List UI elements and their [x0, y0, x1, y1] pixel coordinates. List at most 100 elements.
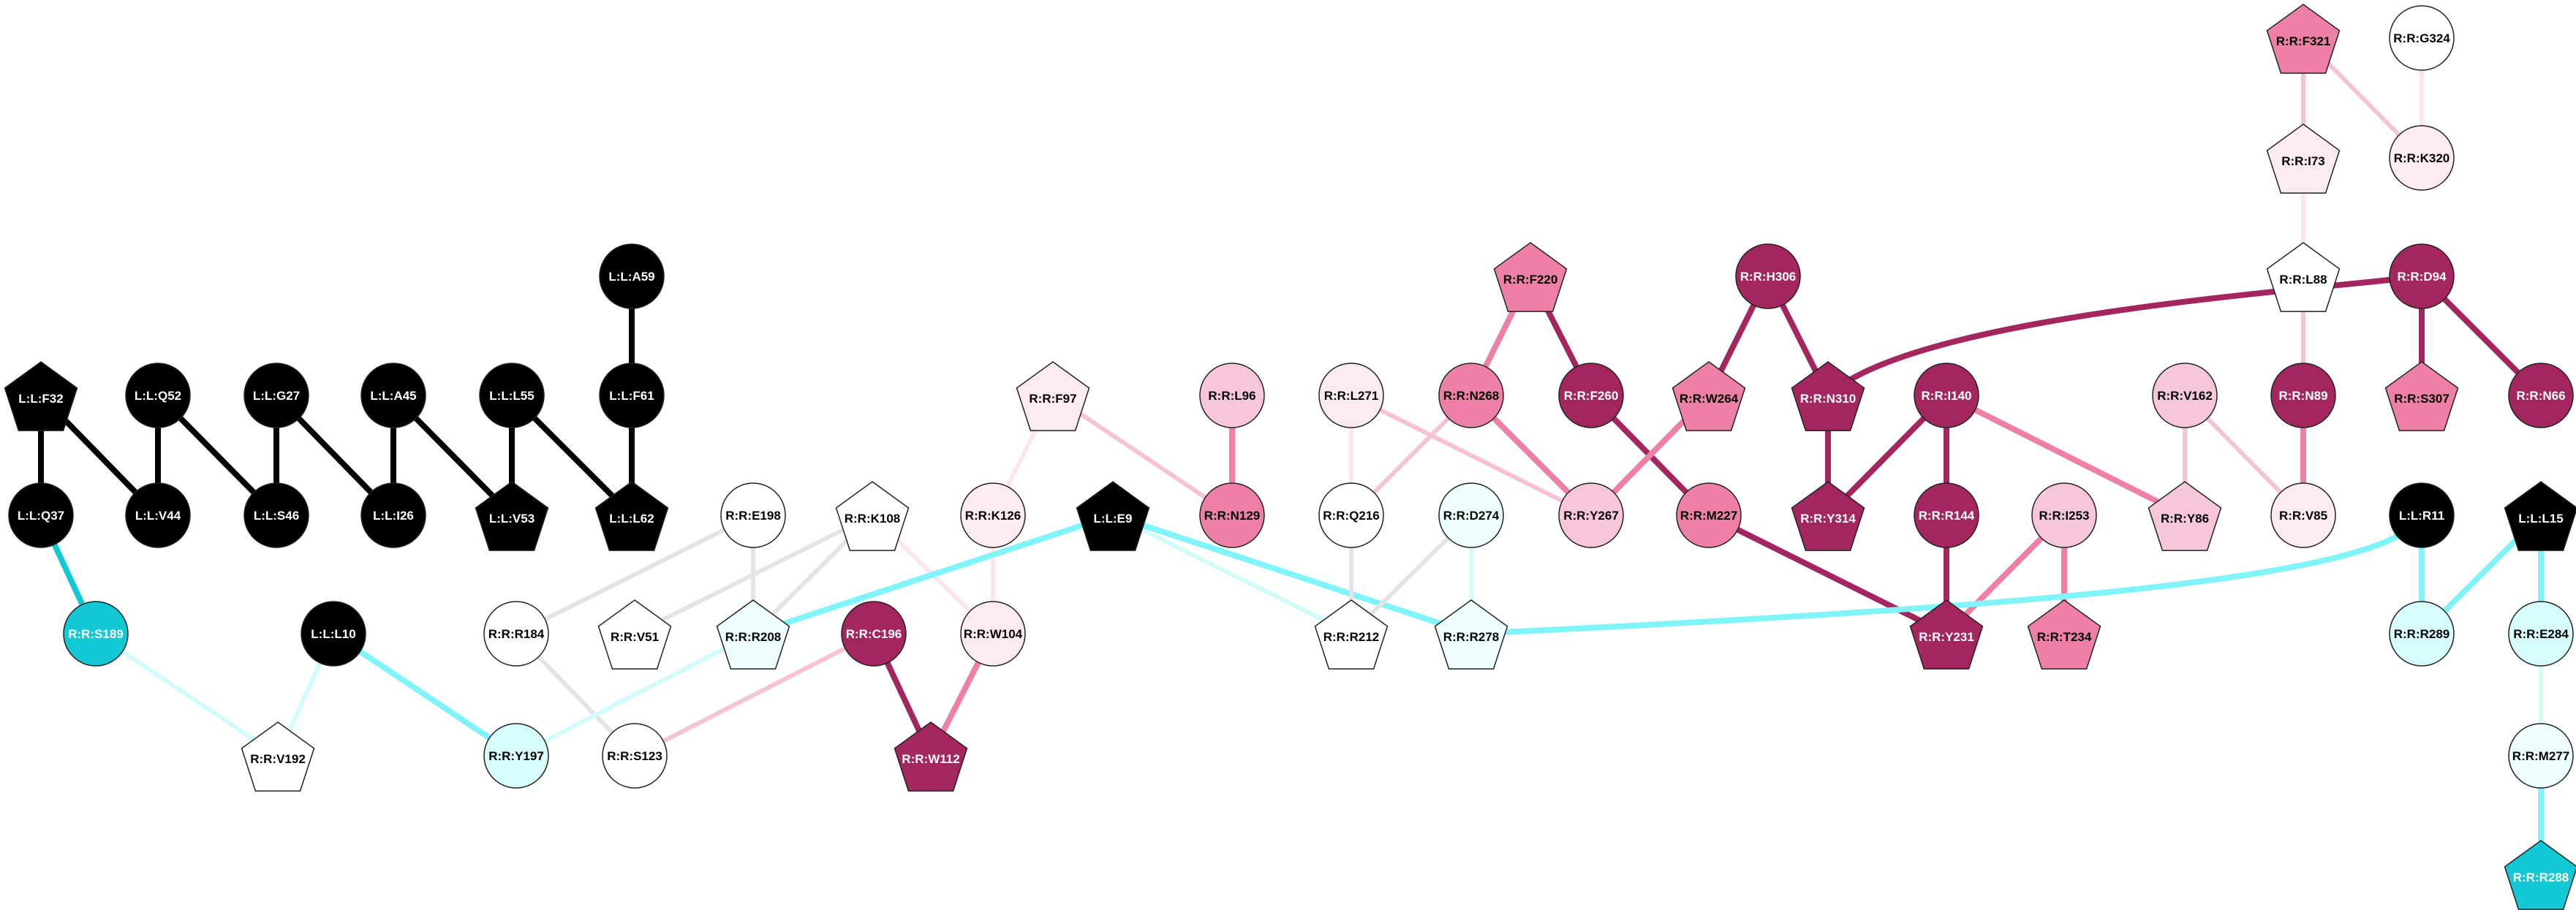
node-shape-r-r-l271 — [1318, 363, 1384, 428]
node-label-r-r-s307: R:R:S307 — [2394, 392, 2450, 406]
node-r-r-s123: R:R:S123 — [602, 723, 668, 789]
node-shape-r-r-v162 — [2152, 363, 2218, 428]
node-label-r-r-r288: R:R:R288 — [2513, 871, 2569, 884]
node-shape-r-r-c196 — [841, 601, 907, 667]
node-l-l-q37: L:L:Q37 — [8, 482, 74, 548]
node-shape-r-r-k108 — [835, 481, 910, 551]
node-l-l-l62: L:L:L62 — [594, 481, 669, 551]
node-label-l-l-l55: L:L:L55 — [489, 389, 534, 403]
edge-r-r-n310-to-r-r-d94 — [1825, 273, 2425, 398]
node-label-l-l-v53: L:L:V53 — [489, 512, 535, 526]
node-shape-l-l-g27 — [243, 363, 309, 428]
node-shape-r-r-l88 — [2266, 242, 2341, 312]
node-r-r-y314: R:R:Y314 — [1791, 481, 1865, 551]
node-r-r-y197: R:R:Y197 — [483, 723, 549, 789]
node-label-r-r-h306: R:R:H306 — [1740, 270, 1797, 284]
node-l-l-f61: L:L:F61 — [599, 363, 665, 428]
edge-l-l-e9-to-r-r-r208 — [750, 512, 1116, 637]
node-label-r-r-y231: R:R:Y231 — [1919, 630, 1974, 644]
node-label-r-r-k320: R:R:K320 — [2394, 151, 2450, 165]
node-label-r-r-f321: R:R:F321 — [2276, 34, 2331, 48]
node-shape-r-r-w104 — [960, 601, 1026, 667]
edge-r-r-c196-to-r-r-s123 — [632, 632, 876, 758]
node-shape-l-l-s46 — [243, 482, 309, 548]
node-r-r-r184: R:R:R184 — [483, 601, 549, 667]
node-r-r-k320: R:R:K320 — [2389, 125, 2455, 191]
node-r-r-n89: R:R:N89 — [2270, 363, 2336, 428]
node-shape-r-r-i140 — [1914, 363, 1979, 428]
node-shape-r-r-v51 — [597, 599, 672, 670]
node-r-r-d94: R:R:D94 — [2389, 243, 2455, 309]
node-shape-r-r-s123 — [602, 723, 668, 789]
node-r-r-l271: R:R:L271 — [1318, 363, 1384, 428]
node-label-r-r-f220: R:R:F220 — [1503, 273, 1558, 287]
node-r-r-v162: R:R:V162 — [2152, 363, 2218, 428]
edge-r-r-f97-to-r-r-n129 — [1051, 393, 1234, 517]
node-shape-r-r-i73 — [2266, 124, 2341, 194]
node-shape-r-r-s189 — [63, 601, 129, 667]
node-r-r-f97: R:R:F97 — [1016, 361, 1090, 431]
node-label-l-l-q37: L:L:Q37 — [18, 509, 64, 523]
node-r-r-n129: R:R:N129 — [1199, 482, 1265, 548]
node-label-r-r-r208: R:R:R208 — [725, 630, 782, 644]
node-shape-r-r-y314 — [1791, 481, 1865, 551]
node-r-r-y267: R:R:Y267 — [1558, 482, 1624, 548]
node-r-r-h306: R:R:H306 — [1735, 243, 1801, 309]
node-shape-r-r-n129 — [1199, 482, 1265, 548]
node-label-r-r-y314: R:R:Y314 — [1800, 512, 1856, 526]
node-label-l-l-f61: L:L:F61 — [609, 389, 654, 403]
edge-r-r-e198-to-r-r-r184 — [514, 513, 755, 636]
node-shape-r-r-r144 — [1914, 482, 1979, 548]
node-shape-r-r-w264 — [1672, 361, 1746, 431]
node-label-l-l-l15: L:L:L15 — [2518, 512, 2563, 526]
node-label-r-r-f260: R:R:F260 — [1564, 389, 1619, 403]
node-label-r-r-d274: R:R:D274 — [1443, 509, 1500, 523]
node-shape-r-r-s307 — [2384, 361, 2459, 431]
node-r-r-s189: R:R:S189 — [63, 601, 129, 667]
node-l-l-a45: L:L:A45 — [360, 363, 426, 428]
node-shape-r-r-e198 — [720, 482, 786, 548]
node-l-l-q52: L:L:Q52 — [125, 363, 191, 428]
node-shape-l-l-l10 — [301, 601, 366, 667]
node-label-r-r-m227: R:R:M227 — [1680, 509, 1737, 523]
node-label-r-r-n66: R:R:N66 — [2516, 389, 2565, 403]
node-shape-r-r-n268 — [1438, 363, 1504, 428]
node-label-r-r-t234: R:R:T234 — [2037, 630, 2092, 644]
node-l-l-r11: L:L:R11 — [2389, 482, 2455, 548]
node-shape-r-r-i253 — [2031, 482, 2097, 548]
edge-l-l-e9-to-r-r-r278 — [1110, 512, 1474, 637]
node-r-r-i253: R:R:I253 — [2031, 482, 2097, 548]
node-l-l-l10: L:L:L10 — [301, 601, 366, 667]
node-label-l-l-l10: L:L:L10 — [311, 627, 355, 641]
node-r-r-n310: R:R:N310 — [1791, 361, 1865, 431]
node-r-r-l96: R:R:L96 — [1199, 363, 1265, 428]
node-label-r-r-i140: R:R:I140 — [1922, 389, 1972, 403]
node-shape-l-l-l15 — [2504, 481, 2576, 551]
node-shape-r-r-n310 — [1791, 361, 1865, 431]
node-l-l-l55: L:L:L55 — [479, 363, 545, 428]
node-r-r-n66: R:R:N66 — [2508, 363, 2574, 428]
node-shape-r-r-n89 — [2270, 363, 2336, 428]
node-label-r-r-n310: R:R:N310 — [1800, 392, 1857, 406]
node-label-r-r-r289: R:R:R289 — [2394, 627, 2450, 641]
node-label-r-r-r184: R:R:R184 — [488, 627, 545, 641]
node-label-r-r-l96: R:R:L96 — [1208, 389, 1255, 403]
node-shape-l-l-q37 — [8, 482, 74, 548]
node-label-r-r-n268: R:R:N268 — [1443, 389, 1500, 403]
node-label-r-r-g324: R:R:G324 — [2393, 31, 2450, 45]
node-label-r-r-e284: R:R:E284 — [2513, 627, 2569, 641]
node-shape-l-l-v44 — [125, 482, 191, 548]
node-shape-l-l-q52 — [125, 363, 191, 428]
node-shape-r-r-r184 — [483, 601, 549, 667]
node-shape-r-r-f260 — [1558, 363, 1624, 428]
node-shape-r-r-y267 — [1558, 482, 1624, 548]
node-shape-r-r-f220 — [1493, 242, 1568, 312]
node-label-r-r-v192: R:R:V192 — [250, 752, 306, 766]
node-r-r-t234: R:R:T234 — [2027, 599, 2101, 670]
node-shape-r-r-q216 — [1318, 482, 1384, 548]
node-r-r-i140: R:R:I140 — [1914, 363, 1979, 428]
node-label-r-r-k108: R:R:K108 — [845, 512, 901, 526]
node-label-l-l-e9: L:L:E9 — [1094, 512, 1133, 526]
node-shape-r-r-n66 — [2508, 363, 2574, 428]
node-l-l-s46: L:L:S46 — [243, 482, 309, 548]
